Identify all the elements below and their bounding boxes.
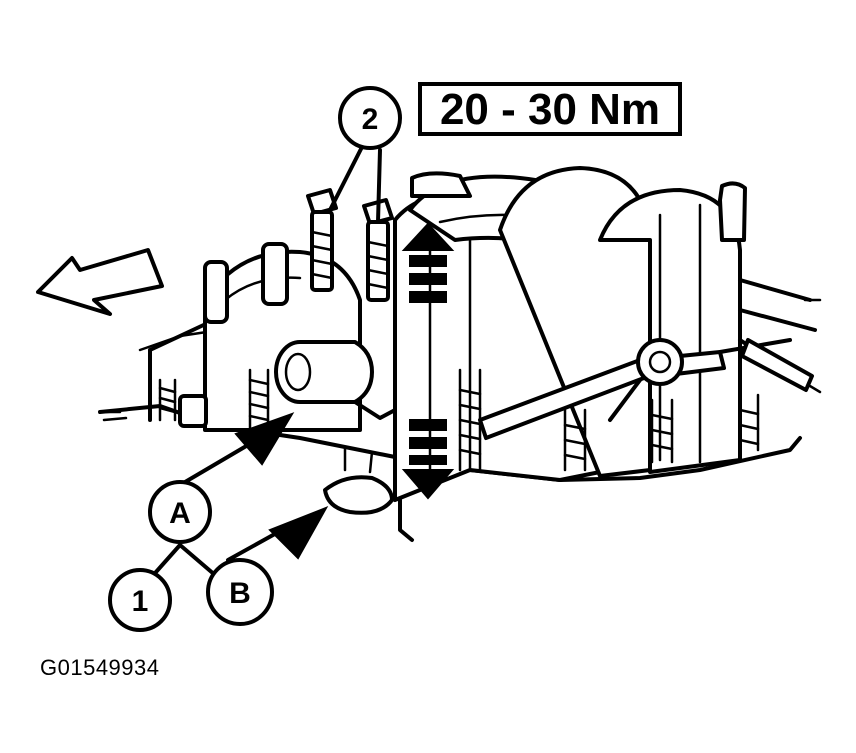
bolt-left: [306, 188, 338, 292]
callout-b-label: B: [229, 577, 251, 610]
torque-spec-box: 20 - 30 Nm: [418, 82, 682, 136]
callout-1: 1: [108, 568, 172, 632]
callout-2-label: 2: [362, 103, 379, 136]
pointer-arrow-b-icon: [268, 506, 329, 560]
lift-arrow-down-icon: [401, 419, 455, 500]
direction-arrow-icon: [36, 248, 164, 316]
lift-arrow-up-icon: [401, 222, 455, 303]
callout-2: 2: [338, 86, 402, 150]
callout-a-label: A: [169, 497, 191, 530]
callout-b: B: [206, 558, 274, 626]
callout-1-label: 1: [132, 585, 149, 618]
pointer-arrow-a-icon: [234, 412, 295, 466]
figure-id: G01549934: [40, 655, 160, 680]
intake-manifold: [98, 166, 822, 542]
callout-a: A: [148, 480, 212, 544]
torque-spec-label: 20 - 30 Nm: [440, 85, 660, 134]
